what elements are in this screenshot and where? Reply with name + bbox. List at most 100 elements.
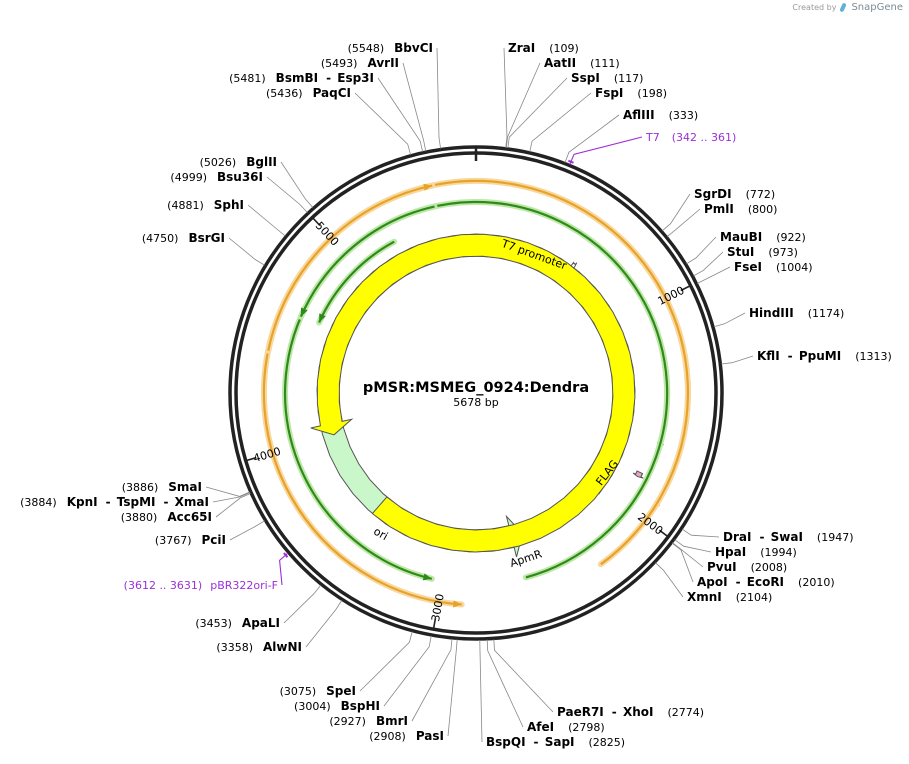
enzyme-name: BbvCI [394, 41, 433, 55]
leader-line [493, 639, 554, 713]
leader-line [564, 114, 620, 163]
restriction-site[interactable]: (3004)BspHI [294, 635, 432, 713]
restriction-site[interactable]: (4881)SphI [167, 198, 286, 237]
restriction-site[interactable]: (2908)PasI [369, 639, 458, 743]
leader-line [693, 251, 724, 277]
restriction-site[interactable]: (5548)BbvCI [348, 41, 441, 149]
cut-position: (2008) [751, 561, 788, 574]
restriction-site[interactable]: AatII(111) [505, 56, 620, 148]
enzyme-name: ApaLI [242, 616, 280, 630]
restriction-site[interactable]: (5436)PaqCI [266, 86, 411, 155]
site-label: BspQI- SapI(2825) [486, 735, 625, 749]
feature-arcs [260, 177, 691, 608]
enzyme-name: SphI [214, 198, 244, 212]
cut-position: (922) [776, 231, 806, 244]
enzyme-name: AvrII [367, 56, 399, 70]
enzyme-name: BmrI [376, 714, 408, 728]
restriction-site[interactable]: KflI- PpuMI(1313) [721, 349, 892, 365]
primer-site[interactable]: T7(342 .. 361) [567, 131, 737, 165]
cut-position: (800) [748, 203, 778, 216]
orf-arc [299, 205, 435, 318]
primer-binding-mark [567, 159, 574, 164]
restriction-site[interactable]: (3453)ApaLI [195, 584, 322, 630]
restriction-site[interactable]: PaeR7I- XhoI(2774) [493, 639, 704, 719]
restriction-site[interactable]: ZraI(109) [503, 41, 579, 148]
restriction-site[interactable]: MauBI(922) [686, 230, 806, 265]
site-label: (2908)PasI [369, 729, 444, 743]
restriction-site[interactable]: ApoI- EcoRI(2010) [671, 542, 835, 589]
enzyme-name: ZraI [508, 41, 535, 55]
site-separator: - [164, 495, 173, 509]
restriction-site[interactable]: (5026)BglII [200, 155, 314, 208]
restriction-site[interactable]: (3358)AlwNI [216, 600, 343, 654]
restriction-site[interactable]: (3075)SpeI [280, 631, 413, 698]
leader-line [569, 136, 643, 165]
bp-tick-mark [244, 456, 257, 462]
leader-line [721, 355, 754, 365]
site-label: (3884)KpnI- TspMI- XmaI [20, 495, 209, 509]
site-separator: - [326, 71, 335, 85]
leader-line [402, 62, 427, 152]
site-label: MauBI(922) [720, 230, 806, 244]
leader-line [681, 528, 720, 538]
restriction-site[interactable]: AflIII(333) [564, 108, 698, 163]
cut-position: (117) [614, 72, 644, 85]
leader-line [503, 47, 508, 148]
restriction-site[interactable]: HindIII(1174) [713, 306, 845, 328]
restriction-site[interactable]: (3767)PciI [155, 520, 265, 547]
restriction-site[interactable]: (3884)KpnI- TspMI- XmaI [20, 492, 251, 510]
enzyme-name: AflIII [623, 108, 655, 122]
restriction-site[interactable]: BspQI- SapI(2825) [479, 639, 625, 749]
restriction-site[interactable]: PmlI (800) [666, 202, 777, 237]
site-separator: - [534, 735, 543, 749]
enzyme-name: PmlI [704, 202, 734, 216]
enzyme-name: PciI [202, 533, 227, 547]
restriction-site[interactable]: AfeI(2798) [486, 639, 605, 734]
restriction-site[interactable]: FseI(1004) [697, 260, 813, 284]
leader-line [229, 520, 265, 541]
site-label: PmlI (800) [704, 202, 777, 216]
enzyme-name: XhoI [623, 705, 654, 719]
leader-line [411, 638, 453, 722]
leader-line [215, 493, 251, 518]
cut-position: (198) [637, 87, 667, 100]
restriction-site[interactable]: (4750)BsrGI [142, 231, 265, 266]
site-label: SgrDI(772) [694, 187, 775, 201]
site-label: PaeR7I- XhoI(2774) [557, 705, 704, 719]
restriction-site[interactable]: (3886)SmaI [122, 480, 250, 497]
restriction-site[interactable]: XmnI(2104) [655, 562, 773, 604]
leader-line [505, 62, 541, 148]
enzyme-name: BspQI [486, 735, 526, 749]
restriction-site[interactable]: HpaI(1994) [674, 539, 797, 559]
snapgene-watermark: Created by SnapGene [792, 2, 903, 13]
orf-arrowhead [423, 183, 433, 191]
site-label: (5481)BsmBI- Esp3I [229, 71, 374, 85]
enzyme-name: SgrDI [694, 187, 732, 201]
enzyme-name: SapI [545, 735, 575, 749]
cut-position: (1174) [808, 307, 845, 320]
restriction-site[interactable]: (5493)AvrII [321, 56, 427, 152]
site-label: (4999)Bsu36I [170, 170, 263, 184]
restriction-site[interactable]: (4999)Bsu36I [170, 170, 308, 213]
restriction-site[interactable]: DraI- SwaI(1947) [681, 528, 854, 544]
primer-site[interactable]: (3612 .. 3631)pBR322ori-F [124, 552, 289, 592]
restriction-site[interactable]: StuI(973) [693, 245, 798, 277]
leader-line [655, 562, 684, 598]
cut-position: (5026) [200, 156, 237, 169]
restriction-site[interactable]: (2927)BmrI [329, 638, 453, 728]
site-label: (5493)AvrII [321, 56, 399, 70]
restriction-site[interactable]: (3880)Acc65I [121, 493, 251, 525]
restriction-site[interactable]: SgrDI(772) [662, 187, 775, 232]
site-label: (3358)AlwNI [216, 640, 302, 654]
restriction-site[interactable]: PvuI(2008) [672, 542, 788, 574]
leader-line [662, 193, 691, 232]
primer-range: (342 .. 361) [672, 131, 737, 144]
cut-position: (5436) [266, 87, 303, 100]
leader-line [279, 552, 289, 586]
restriction-site[interactable]: SspI(117) [507, 71, 644, 149]
site-label: FseI(1004) [734, 260, 813, 274]
restriction-site[interactable]: (5481)BsmBI- Esp3I [229, 71, 423, 152]
restriction-site[interactable]: FspI(198) [529, 86, 667, 152]
leader-line [486, 639, 524, 728]
enzyme-name: KflI [757, 349, 780, 363]
